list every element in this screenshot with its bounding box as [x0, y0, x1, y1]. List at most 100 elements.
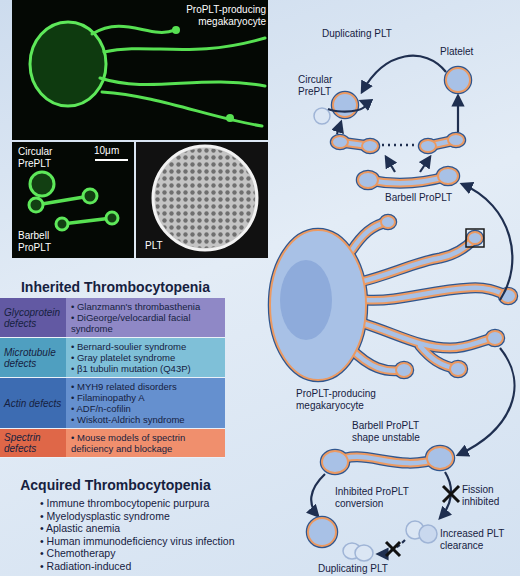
- platelet-rim: [153, 146, 257, 250]
- megakaryocyte-nucleus: [280, 260, 332, 340]
- proplatelet-tip: [381, 216, 395, 228]
- barbell-end: [322, 451, 348, 473]
- proplatelet-process: [362, 323, 495, 348]
- cleared-platelet: [419, 525, 437, 543]
- stage-label: ProPLT-producing megakaryocyte: [296, 388, 396, 411]
- large-platelet: [308, 518, 336, 546]
- micrograph-label: PLT: [145, 240, 185, 252]
- disorder-item: • Mouse models of spectrin deficiency an…: [71, 432, 220, 454]
- block-mark: [386, 542, 400, 556]
- proplatelet-tip: [450, 362, 466, 376]
- preplt-segment: [362, 140, 378, 152]
- micrograph-panel: [12, 142, 134, 258]
- zoom-box: [466, 229, 484, 247]
- circular-preplt: [30, 172, 54, 196]
- rotation-arrow: [328, 101, 365, 112]
- micrograph-panel: [12, 0, 268, 140]
- proplatelet-process: [362, 323, 495, 348]
- block-mark: [443, 486, 459, 502]
- category-label: Microtubule defects: [4, 347, 62, 369]
- proplatelet-process: [360, 238, 475, 282]
- proplatelet-process: [104, 38, 265, 52]
- proplatelet-process: [360, 238, 475, 282]
- section-heading: Inherited Thrombocytopenia: [8, 279, 223, 295]
- proplatelet-process: [366, 288, 508, 300]
- flow-arrow: [362, 56, 446, 92]
- micrograph-label: Circular PrePLT: [18, 146, 68, 169]
- stage-label: Duplicating PLT: [318, 563, 418, 575]
- scale-bar: [95, 159, 128, 161]
- disorder-item: • Filaminopathy A: [71, 392, 220, 403]
- list-item: • Chemotherapy: [40, 547, 280, 559]
- disorder-item: • Glanzmann's thrombasthenia: [71, 301, 220, 312]
- disorder-item: • Gray platelet syndrome: [71, 352, 220, 363]
- defect-band: Glycoprotein defects• Glanzmann's thromb…: [0, 298, 225, 338]
- stage-label: Increased PLT clearance: [440, 528, 514, 551]
- category-label: Glycoprotein defects: [4, 307, 62, 329]
- disorder-item: • Wiskott-Aldrich syndrome: [71, 414, 220, 425]
- preplt-segment: [420, 140, 436, 152]
- preplt-segment: [362, 140, 378, 152]
- disorder-item: • MYH9 related disorders: [71, 381, 220, 392]
- barbell-proplt: [368, 176, 448, 183]
- flow-arrow: [420, 157, 430, 172]
- band-items: • MYH9 related disorders• Filaminopathy …: [66, 378, 225, 428]
- band-items: • Glanzmann's thrombasthenia• DiGeorge/v…: [66, 298, 225, 337]
- micrograph-panel: [136, 142, 268, 258]
- proplatelet-tip: [381, 216, 395, 228]
- stage-label: Duplicating PLT: [322, 28, 417, 40]
- preplt-segment: [420, 140, 436, 152]
- stage-label: Inhibited ProPLT conversion: [335, 486, 430, 509]
- barbell-shaft: [62, 218, 112, 224]
- megakaryocyte-body: [270, 230, 366, 380]
- stage-label: Fission inhibited: [462, 484, 512, 507]
- proplatelet-tip: [487, 331, 503, 345]
- flow-arrow: [462, 184, 512, 300]
- platelet: [446, 68, 470, 92]
- flow-arrow: [458, 348, 514, 455]
- flow-arrow: [337, 122, 341, 134]
- barbell-end: [438, 168, 458, 184]
- barbell-end: [438, 168, 458, 184]
- disorder-item: • β1 tubulin mutation (Q43P): [71, 363, 220, 374]
- disorder-item: • DiGeorge/velocardial facial syndrome: [71, 312, 220, 334]
- disorder-item: • ADF/n-cofilin: [71, 403, 220, 414]
- proplatelet-tip: [450, 362, 466, 376]
- list-item: • Radiation-induced: [40, 560, 280, 572]
- preplt-segment: [448, 134, 464, 146]
- barbell-end: [358, 172, 378, 188]
- list-item: • Aplastic anemia: [40, 522, 280, 534]
- list-item: • Immune thrombocytopenic purpura: [40, 497, 280, 509]
- barbell-end: [322, 451, 348, 473]
- stage-label: Barbell ProPLT shape unstable: [352, 420, 442, 443]
- proplatelet-process: [102, 92, 262, 126]
- proplatelet-process: [100, 78, 265, 86]
- platelet: [446, 68, 470, 92]
- micrograph-label: ProPLT-producing megakaryocyte: [166, 4, 266, 27]
- proplatelet-process: [92, 26, 175, 34]
- stage-label: Circular PrePLT: [298, 74, 346, 97]
- barbell-end: [29, 198, 43, 212]
- platelet-texture: [155, 148, 255, 248]
- barbell-end: [427, 447, 453, 469]
- large-platelet: [308, 518, 336, 546]
- band-items: • Bernard-soulier syndrome• Gray platele…: [66, 338, 225, 377]
- barbell-proplt: [368, 176, 448, 183]
- section-heading: Acquired Thrombocytopenia: [8, 477, 223, 493]
- proplatelet-process: [366, 288, 508, 300]
- ellipsis-dots: [382, 144, 416, 147]
- band-category: Spectrin defects: [0, 429, 66, 457]
- defect-band: Actin defects• MYH9 related disorders• F…: [0, 378, 225, 429]
- megakaryocyte-body: [270, 230, 366, 380]
- band-category: Microtubule defects: [0, 338, 66, 377]
- proplatelet-process: [362, 323, 495, 348]
- list-item: • Human immunodeficiency virus infection: [40, 535, 280, 547]
- unstable-barbell: [335, 457, 440, 463]
- preplt-segment: [448, 134, 464, 146]
- proplatelet-tip: [172, 26, 180, 34]
- megakaryocyte-cell: [30, 22, 106, 106]
- platelet-image: [153, 146, 257, 250]
- band-category: Glycoprotein defects: [0, 298, 66, 337]
- category-label: Spectrin defects: [4, 432, 62, 454]
